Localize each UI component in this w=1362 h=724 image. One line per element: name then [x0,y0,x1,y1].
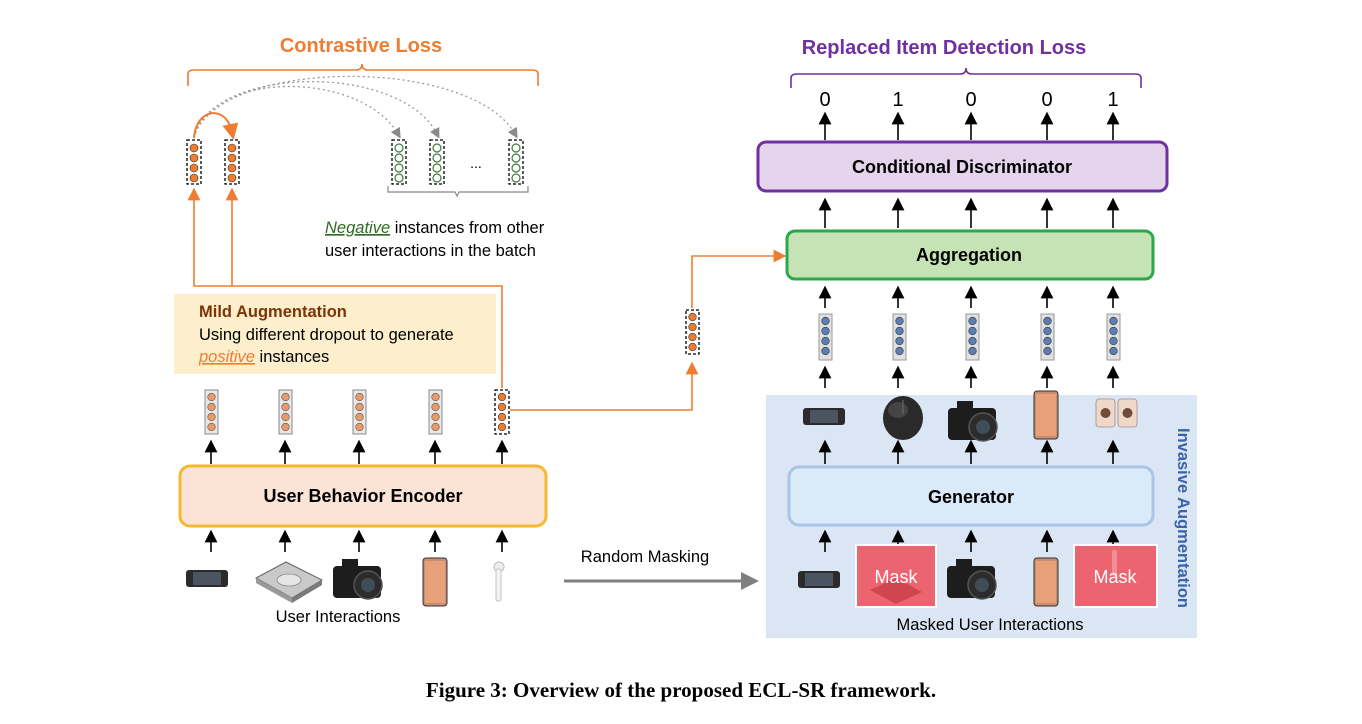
contrastive-loss-brace [187,63,539,86]
camera-icon [947,559,997,600]
mild-augmentation-box [174,294,496,374]
negative-vector [391,139,407,185]
conditional-discriminator [756,140,1169,193]
positive-rest: instances [255,348,329,366]
item-vector-up-arrows [818,285,1120,308]
random-masking-label: Random Masking [581,548,709,566]
rid-output: 0 [1041,89,1052,111]
augmentation-paths [187,187,503,388]
negative-rest: instances from other [390,219,545,237]
item-vector [818,313,833,361]
rid-output: 1 [1107,89,1118,111]
game-console-icon [186,570,228,587]
sequence-representation-path [510,361,699,411]
rid-loss-brace [790,67,1142,88]
encoder-output-vector [278,389,293,435]
game-console-icon [803,408,845,425]
item-vector [1106,313,1121,361]
smartphone-icon [422,557,448,607]
contrastive-negative-arrows [193,75,518,139]
invasive-augmentation-label: Invasive Augmentation [1174,428,1192,608]
speaker-icon [1095,398,1138,428]
smartphone-icon [1033,390,1059,440]
aggregation-input-path [691,249,787,308]
generated-item-up-arrows [818,365,1120,388]
negative-vector [429,139,445,185]
anchor-vector [186,139,202,185]
rid-output: 0 [965,89,976,111]
negative-instances-line2: user interactions in the batch [325,242,536,260]
mask-block: Mask [1073,544,1158,608]
camera-icon [333,559,383,600]
rid-output: 1 [892,89,903,111]
negatives-bracket [387,186,529,198]
conditional-discriminator-label: Conditional Discriminator [852,157,1072,177]
earbud-icon [493,561,505,602]
positive-vector [224,139,240,185]
generator-up-arrows [818,439,1120,464]
mouse-icon [883,396,923,440]
rid-output: 0 [819,89,830,111]
item-vector [965,313,980,361]
negative-vectors [391,139,524,185]
item-vector [1040,313,1055,361]
rid-loss-title: Replaced Item Detection Loss [802,37,1087,59]
mild-augmentation-title: Mild Augmentation [199,303,347,321]
camera-icon [948,401,998,442]
negative-vector [508,139,524,185]
input-up-arrows [204,529,509,552]
mask-label: Mask [1093,567,1137,587]
user-interactions-label: User Interactions [276,608,401,626]
game-console-icon [798,571,840,588]
generator-box [787,465,1155,527]
encoder-output-vector [204,389,219,435]
figure-caption: Figure 3: Overview of the proposed ECL-S… [425,678,937,702]
encoder-output-vector-dropout [494,389,510,435]
user-behavior-encoder-label: User Behavior Encoder [263,486,462,506]
discriminator-up-arrows [818,111,1120,140]
rid-outputs: 0 1 0 0 1 [819,89,1118,111]
masked-user-interactions-label: Masked User Interactions [896,616,1083,634]
generator-label: Generator [928,487,1014,507]
encoder-up-arrows [204,439,509,464]
encoder-output-vector [352,389,367,435]
item-vectors [818,313,1121,361]
hard-drive-icon [254,561,324,603]
encoder-output-vector [428,389,443,435]
aggregation-up-arrows [818,197,1120,228]
positive-word: positive [198,348,255,366]
negative-instances-text: Negative instances from other [325,219,545,237]
positive-pair-arrow [193,112,239,140]
smartphone-icon [1033,557,1059,607]
negatives-ellipsis: ... [470,155,482,171]
negative-word: Negative [325,219,390,237]
user-behavior-encoder [178,464,548,528]
mild-augmentation-line1: Using different dropout to generate [199,326,454,344]
contrastive-loss-title: Contrastive Loss [280,35,442,57]
sequence-representation-vector [685,309,700,355]
mask-block: Mask [855,544,937,608]
aggregation-label: Aggregation [916,245,1022,265]
encoder-output-vectors [204,389,510,435]
item-vector [892,313,907,361]
aggregation-box [785,229,1155,281]
mild-augmentation-line2: positive instances [198,348,329,366]
mask-label: Mask [874,567,918,587]
